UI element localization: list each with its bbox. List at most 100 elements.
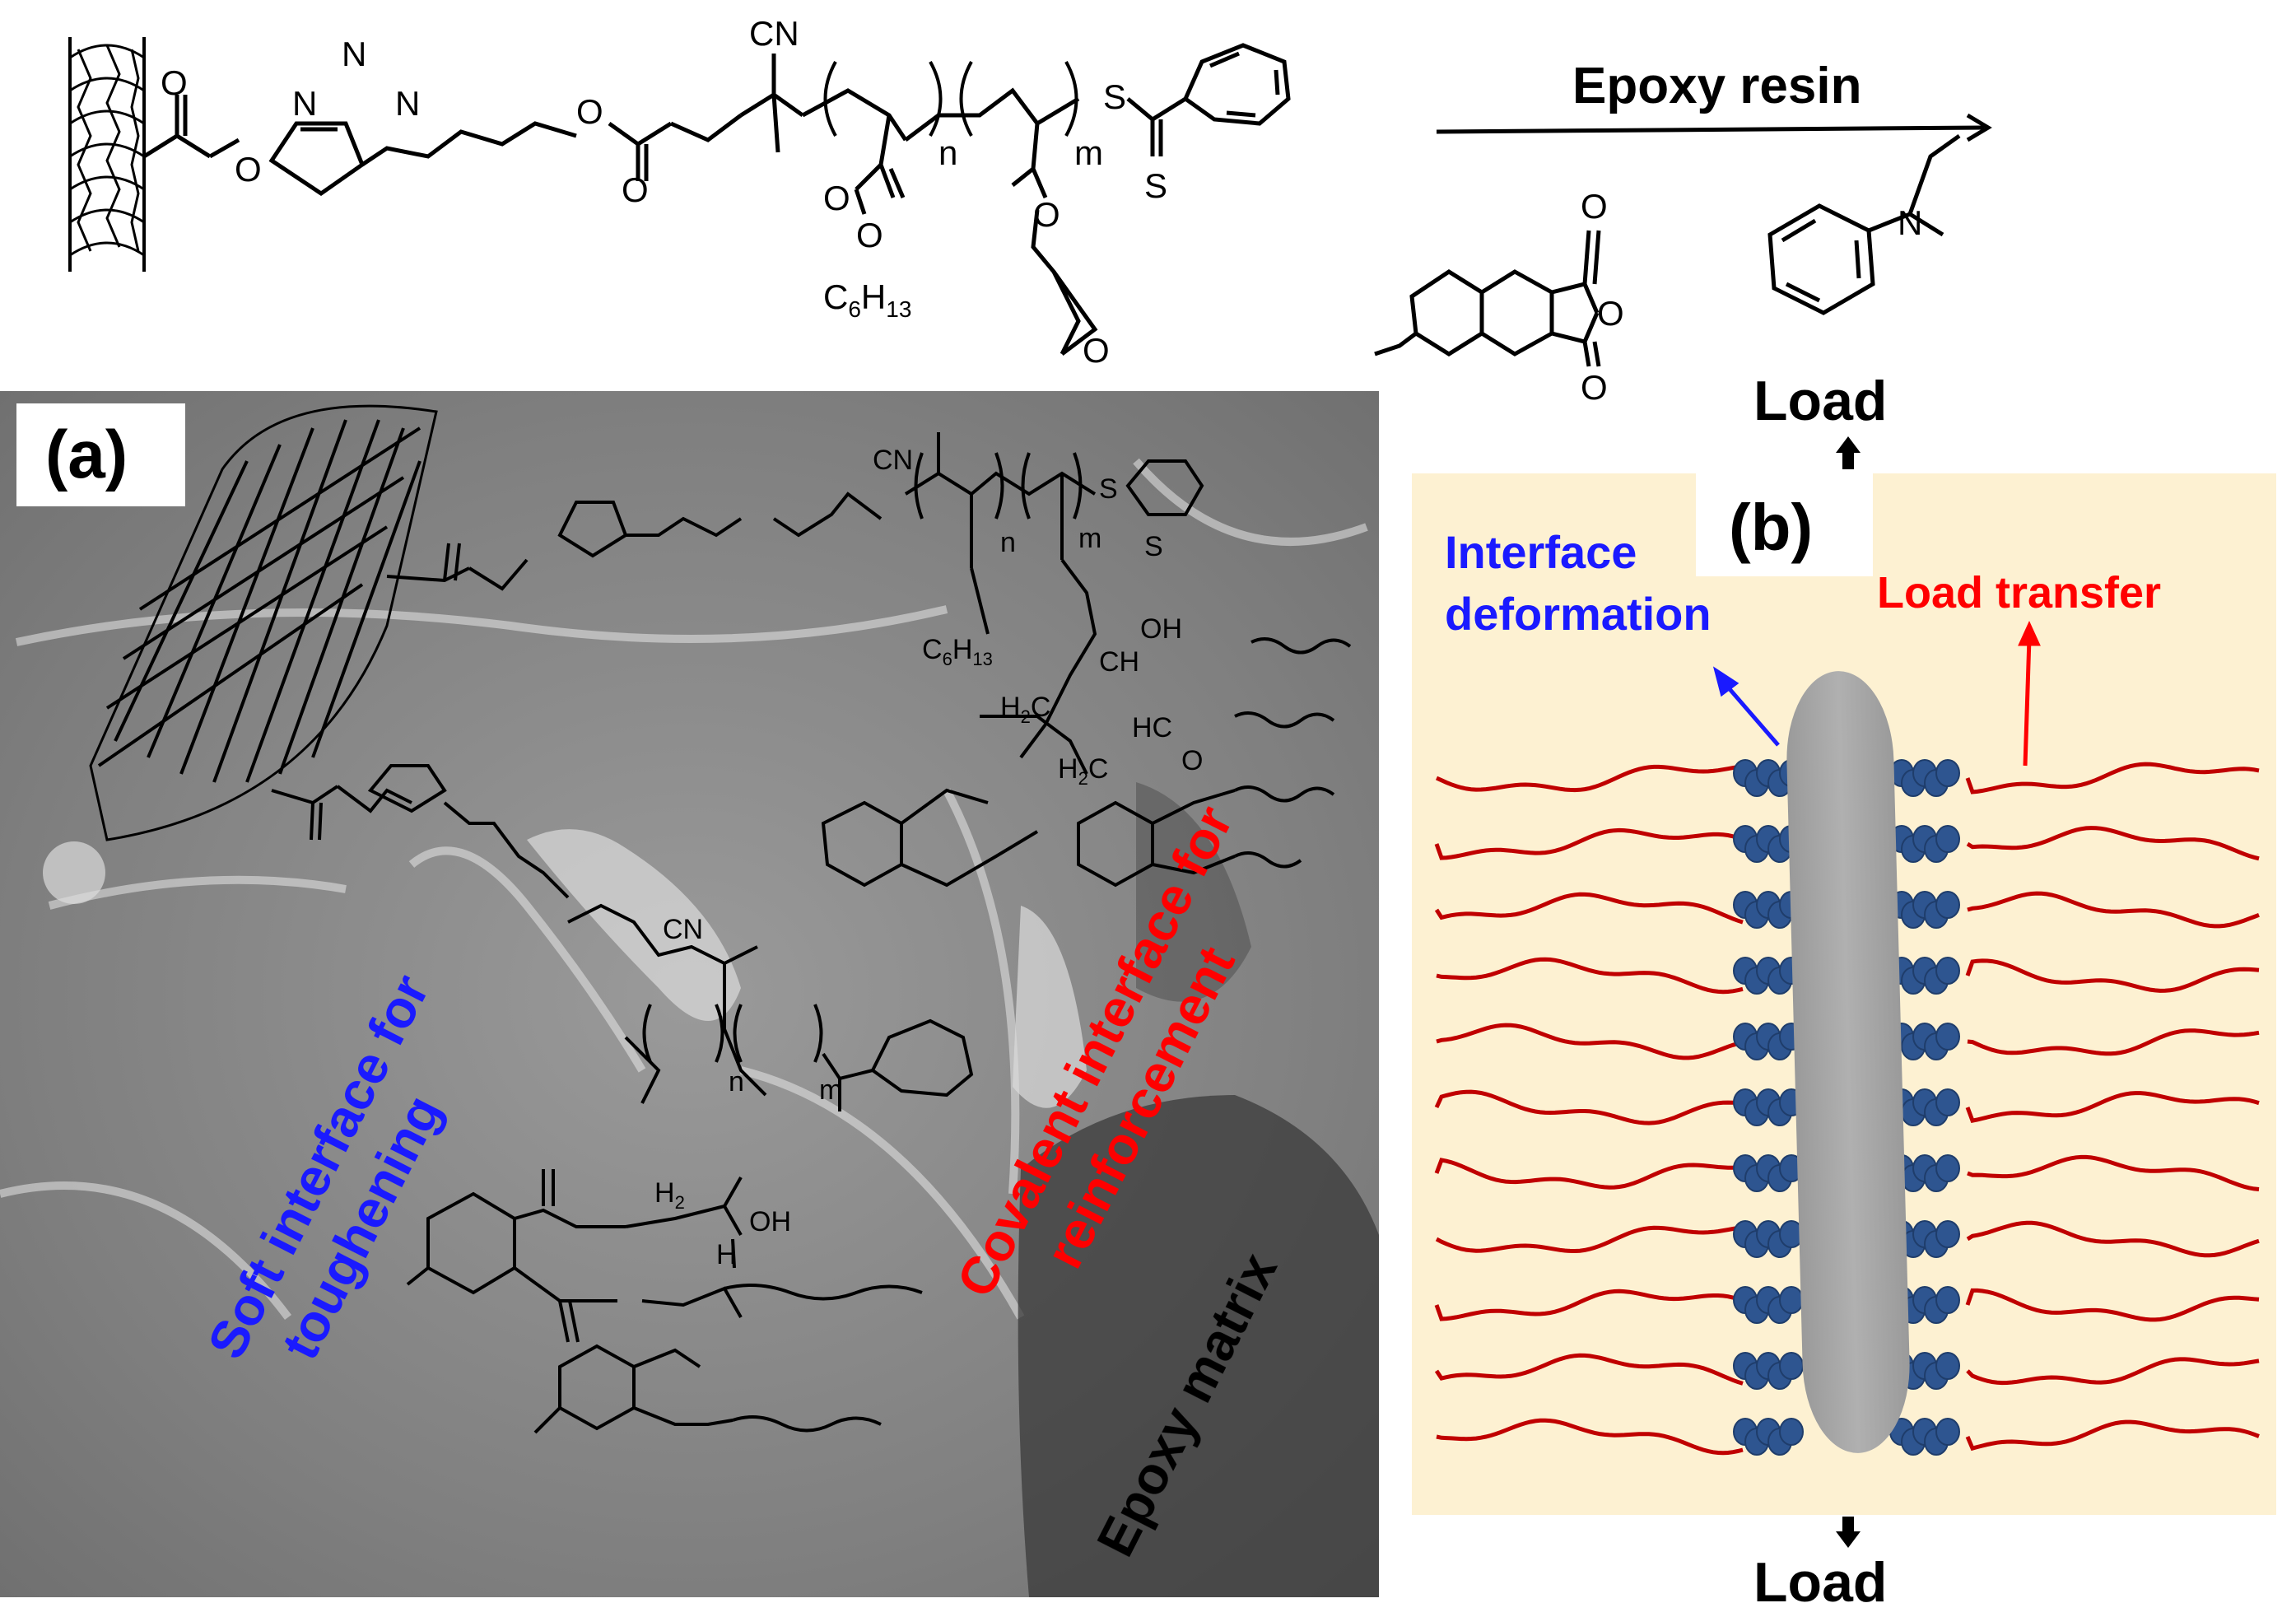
load-arrow-down-icon <box>1836 1517 1861 1548</box>
coil-right <box>1889 1418 1960 1456</box>
carbon-nanotube-icon <box>68 37 146 272</box>
polymer-chain-left <box>1436 957 1744 995</box>
load-arrow-up-icon <box>1836 436 1861 469</box>
polymer-chains <box>1434 762 2260 1456</box>
anhydride-o2: O <box>1597 294 1624 333</box>
atom-o-ester2: O <box>576 92 603 131</box>
polymer-chain-right <box>1965 1288 2260 1322</box>
coil-right <box>1889 759 1960 797</box>
panel-a-atom-labels: CN n m S S C6H13 OH CH H2C HC H2C O CN n… <box>654 445 1203 1270</box>
polymer-chain-right <box>1967 1028 2260 1056</box>
anhydride-o1: O <box>1581 187 1608 226</box>
sub-n-1: n <box>1000 527 1016 558</box>
subscript-n: n <box>938 133 957 172</box>
load-top-label: Load <box>1753 370 1887 432</box>
atom-o-ester1: O <box>161 63 188 102</box>
dimethylaniline-structure <box>1767 133 1961 315</box>
polymer-chain-left <box>1434 1353 1744 1386</box>
top-atom-labels: N N N O O O O CN O O O C6H13 O n m S S O… <box>161 14 1922 407</box>
subscript-m: m <box>1074 133 1103 172</box>
atom-n3: N <box>395 84 420 123</box>
coil-left <box>1733 1352 1804 1390</box>
coil-right <box>1889 1220 1960 1258</box>
polymer-chain-left <box>1434 827 1744 860</box>
sem-bright-ridges <box>43 829 1087 1108</box>
polymer-chain-right <box>1966 1357 2260 1386</box>
coil-left <box>1733 957 1804 995</box>
panel-b: (b) Load Load Interface deformation <box>1412 370 2276 1614</box>
atom-n2: N <box>342 35 366 73</box>
atom-h2: H2 <box>654 1177 685 1213</box>
load-transfer-label: Load transfer <box>1877 568 2161 617</box>
polymer-chain-right <box>1966 1220 2260 1258</box>
atom-h: H <box>716 1239 737 1270</box>
polymer-chain-right <box>1965 1091 2260 1123</box>
sub-m-1: m <box>1078 523 1101 554</box>
anhydride-o3: O <box>1581 368 1608 407</box>
polymer-chain-left <box>1434 1288 1744 1321</box>
polymer-chain-left <box>1436 1418 1744 1456</box>
polymer-chain-right <box>1965 1419 2260 1452</box>
nanotube-graphic <box>89 404 438 841</box>
atom-cn-2: CN <box>663 914 703 945</box>
load-bottom-label: Load <box>1753 1551 1887 1614</box>
atom-s2: S <box>1144 166 1167 205</box>
reagent-arrow <box>1436 125 1985 134</box>
coil-right <box>1889 825 1960 863</box>
atom-c6h13: C6H13 <box>823 277 911 322</box>
reagent-label: Epoxy resin <box>1572 58 1861 114</box>
sem-dark-regions <box>1018 782 1379 1597</box>
coil-left <box>1733 1418 1804 1456</box>
atom-n1: N <box>292 84 317 123</box>
atom-oh-1: OH <box>1140 613 1182 645</box>
panel-a-label: (a) <box>45 417 128 492</box>
panel-a-label-box <box>16 403 185 506</box>
atom-h2c-b: H2C <box>1058 753 1108 789</box>
sub-m-2: m <box>819 1074 842 1106</box>
coil-right <box>1889 957 1960 995</box>
atom-h2c-a: H2C <box>1000 692 1050 727</box>
coil-left <box>1733 1286 1804 1324</box>
coil-left <box>1733 1023 1804 1060</box>
atom-s-b: S <box>1144 531 1163 562</box>
coil-right <box>1889 891 1960 929</box>
polymer-chain-right <box>1967 1154 2260 1191</box>
atom-oh-2: OH <box>749 1206 791 1237</box>
atom-o-a: O <box>823 179 850 217</box>
polymer-chain-left <box>1435 764 1744 793</box>
interface-arrow <box>1712 666 1780 747</box>
top-reaction-scheme <box>68 37 1992 367</box>
atom-s1: S <box>1103 77 1126 116</box>
panel-b-label-box <box>1696 473 1873 576</box>
atom-cn-1: CN <box>873 445 913 476</box>
sub-n-2: n <box>729 1066 744 1097</box>
polymer-chain-left <box>1436 1023 1744 1060</box>
panel-b-label: (b) <box>1729 491 1813 564</box>
polymer-chain-left <box>1435 1225 1744 1254</box>
atom-o-c: O <box>856 216 883 254</box>
amine-n: N <box>1898 203 1922 242</box>
coil-left <box>1733 1154 1804 1192</box>
anhydride-structure <box>1374 230 1601 367</box>
polymer-chain-right <box>1967 891 2260 929</box>
panel-a-chemistry <box>89 404 1352 1434</box>
atom-o-link: O <box>235 150 262 189</box>
polymer-chain-right <box>1965 762 2260 795</box>
polymer-chain-left <box>1434 892 1744 925</box>
panel-a: (a) <box>0 391 1379 1597</box>
sem-texture <box>0 458 1368 1321</box>
atom-cn: CN <box>749 14 799 53</box>
polymer-chain-right <box>1965 958 2260 993</box>
polymer-chain-right <box>1966 826 2260 861</box>
atom-o-d: O <box>1033 195 1060 234</box>
atom-o-epoxide: O <box>1083 331 1110 370</box>
transfer-arrow <box>2018 620 2041 767</box>
interface-deformation-label: Interface deformation <box>1445 526 1712 640</box>
polymer-chain-left <box>1434 1089 1744 1125</box>
atom-o-a: O <box>1181 745 1203 776</box>
polymer-chain-left <box>1434 1158 1744 1190</box>
fiber <box>1786 671 1910 1453</box>
atom-hc: HC <box>1132 712 1172 743</box>
atom-o-b: O <box>622 170 649 209</box>
